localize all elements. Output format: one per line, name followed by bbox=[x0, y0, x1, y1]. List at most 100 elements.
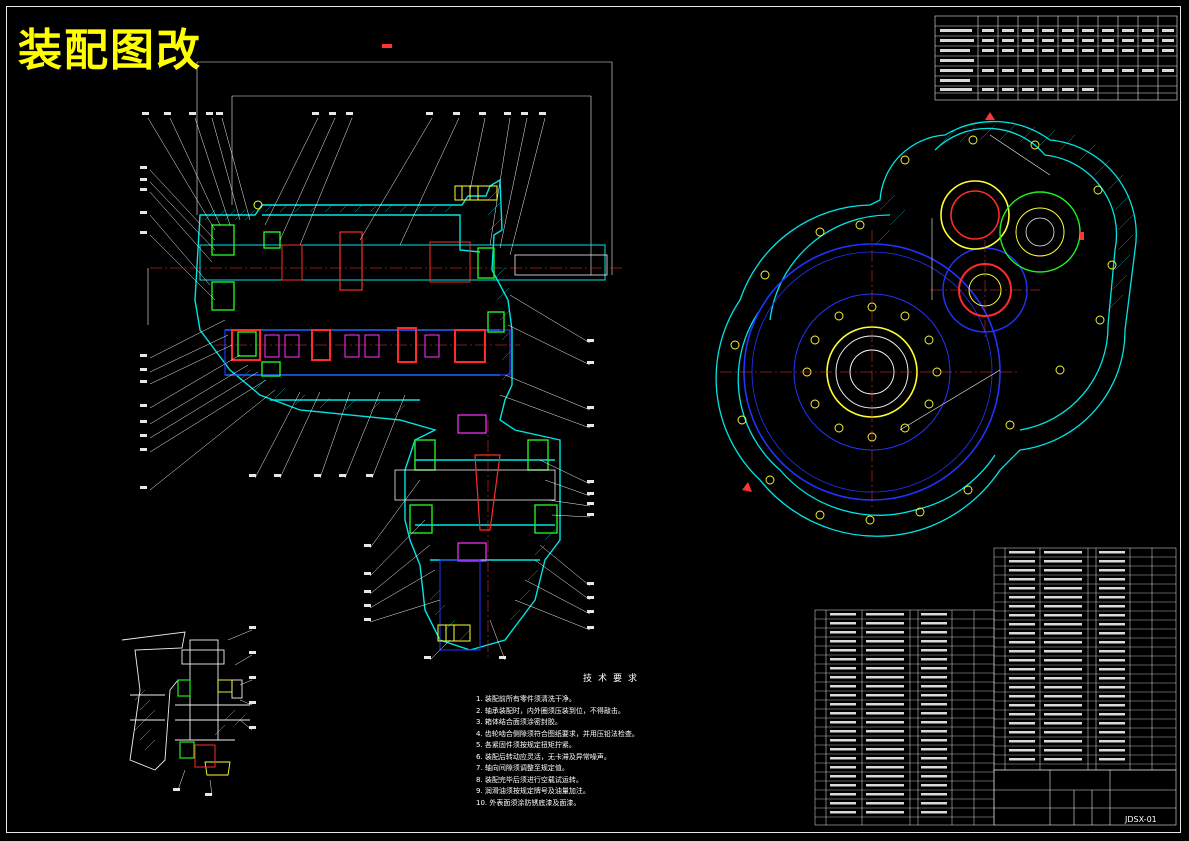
table-text-mark bbox=[1044, 704, 1082, 707]
item-callout bbox=[339, 474, 346, 477]
drawing-number: JDSX-01 bbox=[1125, 815, 1157, 824]
table-text-mark bbox=[1009, 551, 1035, 554]
section-mark-top bbox=[382, 44, 392, 48]
table-text-mark bbox=[1099, 749, 1125, 752]
intermediate-gears bbox=[940, 180, 1081, 333]
table-text-mark bbox=[1044, 749, 1082, 752]
item-callout bbox=[587, 480, 594, 483]
table-text-mark bbox=[1009, 686, 1035, 689]
table-text-mark bbox=[1044, 659, 1082, 662]
table-text-mark bbox=[830, 631, 856, 634]
technical-requirement-item: 9. 润滑油须按规定牌号及油量加注。 bbox=[476, 787, 590, 795]
table-text-mark bbox=[921, 802, 947, 805]
item-callout bbox=[249, 626, 256, 629]
table-text-mark bbox=[830, 757, 856, 760]
table-text-mark bbox=[1044, 740, 1082, 743]
table-text-mark bbox=[866, 622, 904, 625]
item-callout bbox=[249, 474, 256, 477]
table-text-mark bbox=[1044, 686, 1082, 689]
table-text-mark bbox=[921, 730, 947, 733]
table-text-mark bbox=[1044, 614, 1082, 617]
table-text-mark bbox=[921, 649, 947, 652]
technical-requirement-item: 8. 装配完毕后须进行空载试运转。 bbox=[476, 775, 583, 784]
table-text-mark bbox=[866, 775, 904, 778]
item-callout bbox=[140, 420, 147, 423]
table-text-mark bbox=[1099, 713, 1125, 716]
item-callout bbox=[587, 406, 594, 409]
table-text-mark bbox=[1009, 740, 1035, 743]
table-text-mark bbox=[866, 613, 904, 616]
item-callout bbox=[164, 112, 171, 115]
table-text-mark bbox=[921, 667, 947, 670]
table-text-mark bbox=[1099, 668, 1125, 671]
item-callout bbox=[587, 582, 594, 585]
parameter-table bbox=[934, 15, 1178, 101]
table-text-mark bbox=[1009, 677, 1035, 680]
table-text-mark bbox=[830, 685, 856, 688]
item-callout bbox=[249, 651, 256, 654]
item-callout bbox=[140, 486, 147, 489]
leader-lines-top bbox=[147, 117, 546, 256]
item-callout bbox=[140, 404, 147, 407]
item-callout bbox=[587, 513, 594, 516]
table-text-mark bbox=[1044, 722, 1082, 725]
item-callout bbox=[587, 492, 594, 495]
bolts bbox=[253, 185, 498, 642]
table-text-mark bbox=[830, 703, 856, 706]
table-text-mark bbox=[1044, 587, 1082, 590]
table-text-mark bbox=[866, 712, 904, 715]
counter-shaft bbox=[215, 327, 520, 376]
drawing-title: 装配图改 bbox=[18, 25, 202, 76]
table-text-mark bbox=[866, 631, 904, 634]
housing-hatching bbox=[204, 189, 556, 641]
technical-requirement-item: 1. 装配前所有零件须清洗干净。 bbox=[476, 695, 576, 703]
item-callout bbox=[205, 793, 212, 796]
technical-requirement-item: 5. 各紧固件须按规定扭矩拧紧。 bbox=[476, 741, 576, 749]
item-callout bbox=[140, 166, 147, 169]
table-text-mark bbox=[830, 784, 856, 787]
technical-requirement-item: 6. 装配后转动应灵活，无卡滞及异常噪声。 bbox=[476, 752, 611, 761]
table-text-mark bbox=[866, 811, 904, 814]
table-text-mark bbox=[866, 721, 904, 724]
item-callout bbox=[216, 112, 223, 115]
table-text-mark bbox=[1044, 668, 1082, 671]
table-text-mark bbox=[1009, 659, 1035, 662]
table-text-mark bbox=[921, 640, 947, 643]
item-callout bbox=[346, 112, 353, 115]
table-text-mark bbox=[1044, 758, 1082, 761]
table-text-mark bbox=[1009, 668, 1035, 671]
table-text-mark bbox=[921, 703, 947, 706]
item-callout bbox=[499, 656, 506, 659]
table-text-mark bbox=[866, 640, 904, 643]
table-text-mark bbox=[830, 775, 856, 778]
table-text-mark bbox=[1009, 650, 1035, 653]
table-text-mark bbox=[1044, 713, 1082, 716]
table-text-mark bbox=[1009, 641, 1035, 644]
table-text-mark bbox=[866, 748, 904, 751]
table-text-mark bbox=[1044, 560, 1082, 563]
table-text-mark bbox=[1099, 659, 1125, 662]
table-text-mark bbox=[1009, 731, 1035, 734]
item-callout bbox=[479, 112, 486, 115]
item-callout bbox=[587, 361, 594, 364]
table-text-mark bbox=[1099, 578, 1125, 581]
main-section-view bbox=[147, 44, 625, 661]
table-text-mark bbox=[1044, 596, 1082, 599]
table-text-mark bbox=[1099, 677, 1125, 680]
item-callout bbox=[364, 572, 371, 575]
table-text-mark bbox=[1099, 695, 1125, 698]
item-callout bbox=[189, 112, 196, 115]
item-callout bbox=[366, 474, 373, 477]
table-text-mark bbox=[1009, 578, 1035, 581]
table-text-mark bbox=[1099, 614, 1125, 617]
table-text-mark bbox=[830, 811, 856, 814]
table-text-mark bbox=[1009, 587, 1035, 590]
table-text-mark bbox=[921, 622, 947, 625]
technical-requirement-item: 2. 轴承装配时，内外圈须压装到位，不得敲击。 bbox=[476, 706, 625, 715]
table-text-mark bbox=[921, 811, 947, 814]
leader-lines-left bbox=[149, 169, 506, 661]
differential-assembly bbox=[394, 414, 556, 660]
item-callout bbox=[249, 726, 256, 729]
